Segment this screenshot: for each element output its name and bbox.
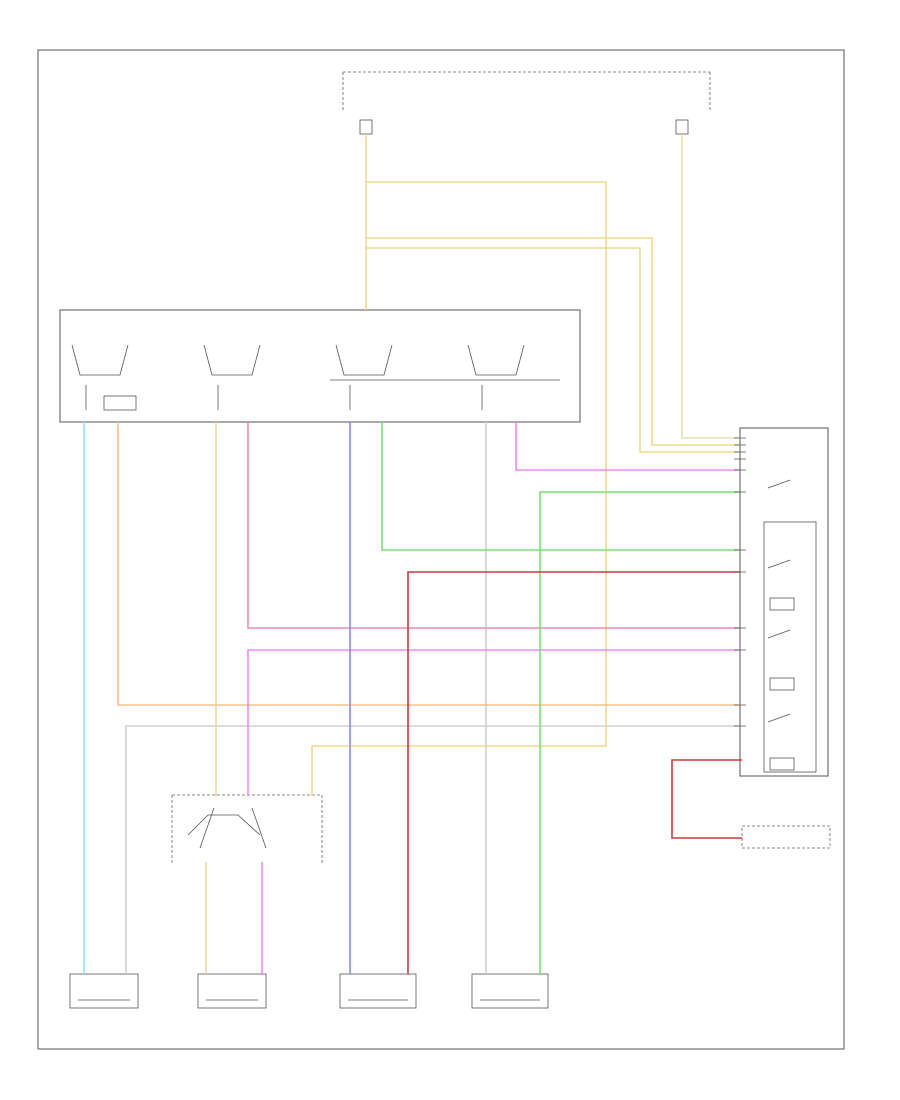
control-module — [59, 309, 581, 423]
motors — [69, 973, 549, 1009]
relay-1 — [71, 344, 129, 410]
wire-orange — [117, 422, 740, 706]
wire-pink — [247, 422, 740, 629]
motor-1 — [69, 973, 139, 1009]
memory-module — [741, 825, 831, 849]
motor-3 — [339, 973, 417, 1009]
wire-red-2 — [671, 759, 742, 839]
connector-pins — [734, 437, 746, 727]
wire-gray-1 — [125, 725, 740, 974]
fuse-box — [342, 71, 711, 135]
motor-4 — [471, 973, 549, 1009]
relay-2 — [203, 344, 261, 410]
wire-yellow-3 — [366, 247, 740, 453]
wire-magenta-1 — [247, 649, 740, 796]
wire-yellow-2 — [366, 237, 740, 446]
wire-magenta-3 — [515, 422, 740, 471]
motor-2 — [197, 973, 267, 1009]
seat-switch-module — [739, 427, 829, 777]
relay-3 — [335, 344, 393, 410]
wire-green-1 — [381, 422, 740, 551]
wire-green-2 — [539, 491, 740, 974]
relay-4 — [467, 344, 525, 410]
diagram-frame — [37, 49, 845, 1050]
passenger-seat-switch — [171, 794, 323, 865]
wire-red-1 — [407, 571, 740, 974]
wire-yellow-4 — [681, 134, 740, 439]
wire-yellow-1 — [311, 181, 607, 796]
